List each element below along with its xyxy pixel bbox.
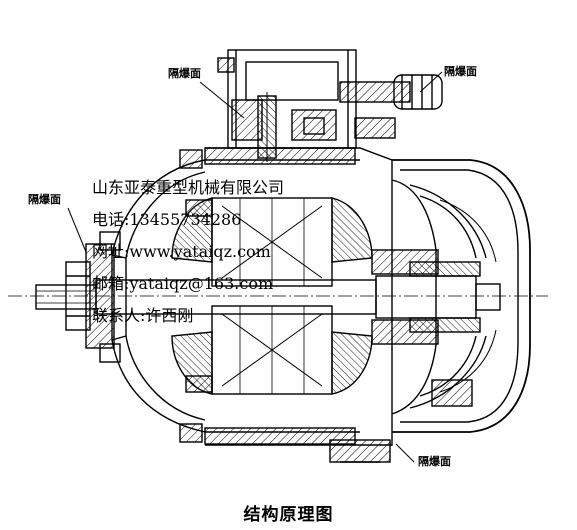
contact-person: 联系人:许西刚 [92, 306, 194, 325]
fan-cover [392, 159, 531, 433]
flameproof-joint-label-top-right: 隔爆面 [444, 65, 477, 78]
terminal-box [217, 49, 443, 162]
rear-end-shield [371, 179, 481, 415]
motor-frame [204, 147, 393, 463]
contact-info: 山东亚泰重型机械有限公司 电话:13455734286 网址:www.yatai… [92, 172, 284, 332]
flameproof-joint-label-bottom-right: 隔爆面 [418, 455, 451, 468]
diagram-caption: 结构原理图 [243, 505, 334, 525]
front-bearing-housing [65, 231, 121, 363]
website-url: 网址:www.yataiqz.com [92, 242, 271, 261]
email-address: 邮箱:yataiqz@163.com [92, 274, 274, 293]
flameproof-joint-label-top-left: 隔爆面 [168, 67, 201, 80]
phone-number: 电话:13455734286 [92, 210, 242, 229]
stator-rotor [171, 197, 373, 395]
company-name: 山东亚泰重型机械有限公司 [92, 178, 285, 197]
flameproof-joint-label-left: 隔爆面 [28, 193, 61, 206]
callout-leaders [67, 71, 443, 463]
